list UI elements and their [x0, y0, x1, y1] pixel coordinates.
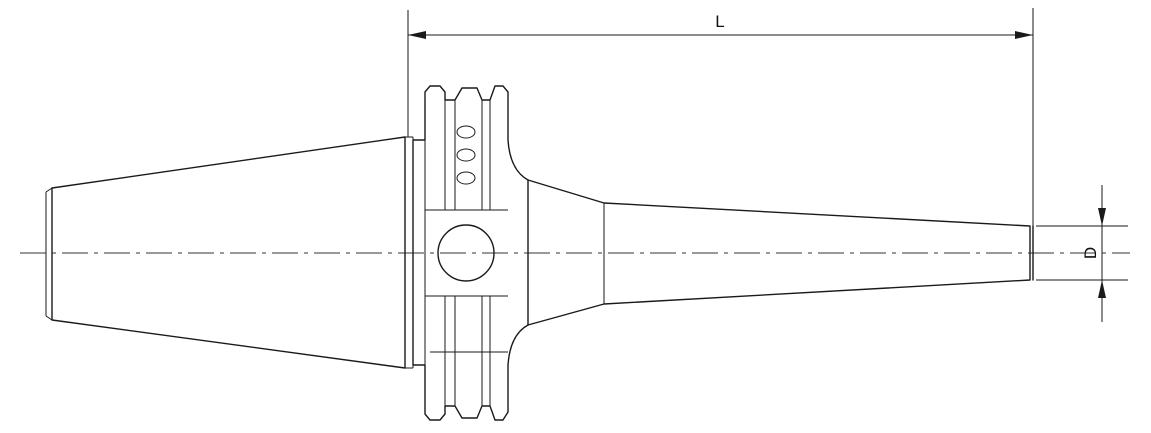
dimension-length: L	[407, 8, 1034, 226]
dimension-diameter: D	[1036, 185, 1128, 322]
orientation-hole-3	[456, 171, 476, 185]
nose-extension	[527, 179, 1034, 326]
dimension-label-l: L	[715, 12, 724, 31]
dimension-label-d: D	[1081, 247, 1100, 259]
orientation-hole-2	[456, 148, 476, 162]
orientation-hole-1	[456, 125, 476, 139]
side-port-circle	[437, 224, 495, 282]
